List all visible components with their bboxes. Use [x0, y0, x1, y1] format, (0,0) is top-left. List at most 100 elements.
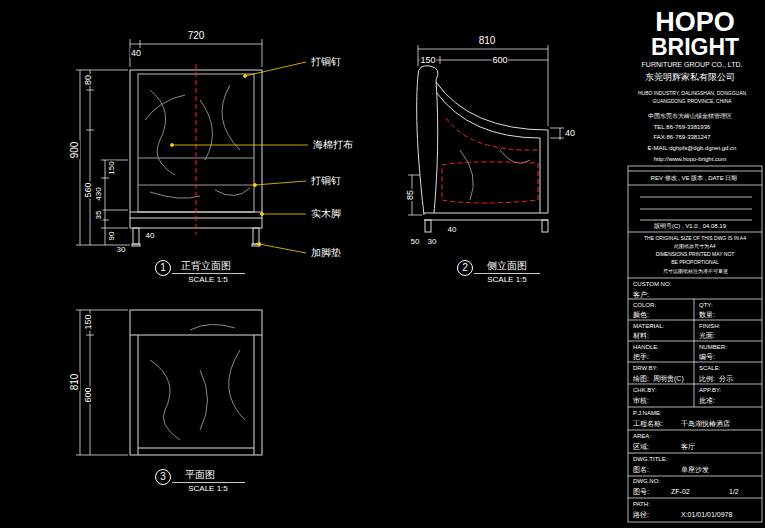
title-block-cell: 区域: [632, 443, 650, 450]
title-block-cell: DWG.NO: [632, 478, 661, 484]
dimension-text: 40 [130, 49, 142, 58]
title-block-cell: 颜色: [632, 311, 650, 318]
side-elevation [436, 92, 540, 138]
title-block-cell: CUSTOM NO: [632, 281, 672, 287]
leader-lines [255, 181, 306, 185]
side-elevation [417, 75, 424, 215]
title-block-grid [628, 498, 762, 499]
dimension-lines [418, 60, 548, 61]
dimension-lines [101, 228, 128, 229]
dimension-text: 30 [116, 246, 127, 254]
title-block-grid [694, 299, 695, 407]
dimension-text: 560 [84, 181, 93, 198]
company-info: FAX:86-769-3381247 [652, 134, 711, 140]
dimension-text: 40 [145, 232, 156, 240]
side-elevation [446, 118, 538, 150]
dimension-lines [90, 310, 91, 455]
title-block-cell: 图名: [632, 466, 650, 473]
dimension-lines [140, 40, 141, 48]
view-number: 1 [160, 263, 166, 273]
dimension-text: 150 [84, 313, 93, 330]
title-block-grid [628, 453, 762, 454]
title-block-cell: 批准: [698, 397, 716, 404]
title-block-cell: NUMBER: [698, 344, 728, 350]
callout-label: 实木脚 [310, 209, 342, 219]
scale-note: SCALE 1:5 [187, 485, 229, 493]
leader-lines [171, 144, 174, 147]
title-block-cell: FINISH: [698, 323, 721, 329]
title-block-cell: 把手: [632, 353, 650, 360]
dimension-text: 30 [427, 238, 438, 246]
dimension-lines [418, 49, 548, 50]
dimension-text: 720 [187, 31, 206, 41]
title-block-cell: COLOR: [632, 302, 657, 308]
dimension-text: 85 [406, 189, 415, 201]
leader-lines [245, 62, 306, 76]
dimension-lines [76, 455, 128, 456]
front-elevation [138, 158, 254, 159]
leader-lines [171, 62, 309, 253]
view-title: 正背立面图 [180, 261, 232, 271]
title-block-cell: 千岛湖悦椿酒店 [680, 420, 731, 427]
front-elevation [130, 64, 262, 246]
title-block-cell: 路径: [632, 511, 650, 518]
front-elevation [145, 95, 185, 120]
plan-view [130, 310, 262, 455]
side-elevation [548, 130, 549, 213]
dimension-text: 35 [95, 210, 103, 221]
side-elevation [460, 150, 473, 200]
callout-label: 加脚垫 [310, 248, 342, 258]
title-block-cell: 工程名称: [632, 420, 664, 427]
title-block-cell: DIMENSIONS PRINTED MAY NOT [655, 252, 736, 257]
dimension-text: 80 [84, 74, 93, 86]
title-block-cell: 分示 [718, 375, 734, 382]
title-block-cell: 审核: [632, 397, 650, 404]
leader-lines [262, 214, 306, 215]
title-block-cell: 单座沙发 [680, 466, 710, 473]
title-block-grid [628, 430, 762, 431]
side-elevation [424, 220, 548, 221]
title-block-cell: 比例: [698, 375, 716, 382]
dimension-text: 150 [108, 160, 116, 175]
title-block-cell: DRW.BY: [632, 365, 659, 371]
dimension-lines [86, 335, 94, 336]
scale-note: SCALE 1:5 [187, 276, 229, 284]
title-block-cell: HANDLE: [632, 344, 660, 350]
title-block-grid [640, 209, 752, 210]
company-info: FURNITURE GROUP CO., LTD. [641, 61, 744, 68]
side-elevation [542, 220, 548, 232]
view-number-circle: 2 [457, 260, 473, 276]
plan-view [138, 335, 139, 455]
side-elevation [434, 80, 438, 213]
dimension-lines [130, 44, 262, 45]
title-block-cell: 周明贵(C) [652, 375, 685, 382]
dimension-lines [262, 39, 263, 67]
front-elevation [200, 100, 212, 160]
title-block-cell: ZF-02 [670, 488, 691, 495]
plan-view [130, 310, 262, 455]
dimension-text: 40 [564, 129, 576, 138]
title-block-grid [628, 299, 762, 300]
side-elevation [442, 162, 538, 203]
title-block-cell: THE ORIGINAL SIZE OF THIS DWG IS IN A4 [643, 236, 747, 241]
plan-view [229, 350, 245, 420]
title-block-grid [628, 341, 762, 342]
title-block-cell: QTY: [698, 302, 714, 308]
title-block-grid [628, 384, 762, 385]
leader-lines [258, 243, 261, 246]
view-title-underline [172, 273, 245, 274]
view-number-circle: 3 [155, 469, 171, 485]
front-elevation [215, 188, 250, 196]
company-logo: HOPO [654, 9, 736, 36]
company-info: GUANGDONG PROVINCE, CHINA [651, 99, 732, 104]
title-block-grid [628, 320, 762, 321]
side-elevation [436, 82, 548, 130]
title-block-grid [628, 407, 762, 408]
title-block-cell: CHK.BY: [632, 387, 658, 393]
title-block-grid [628, 166, 762, 522]
leader-lines [259, 244, 306, 253]
company-info: HUBO INDUSTRY, DALINGSHAN, DONGGUAN [637, 91, 747, 96]
title-block-cell: 图号: [632, 488, 650, 495]
title-block-grid [628, 362, 762, 363]
